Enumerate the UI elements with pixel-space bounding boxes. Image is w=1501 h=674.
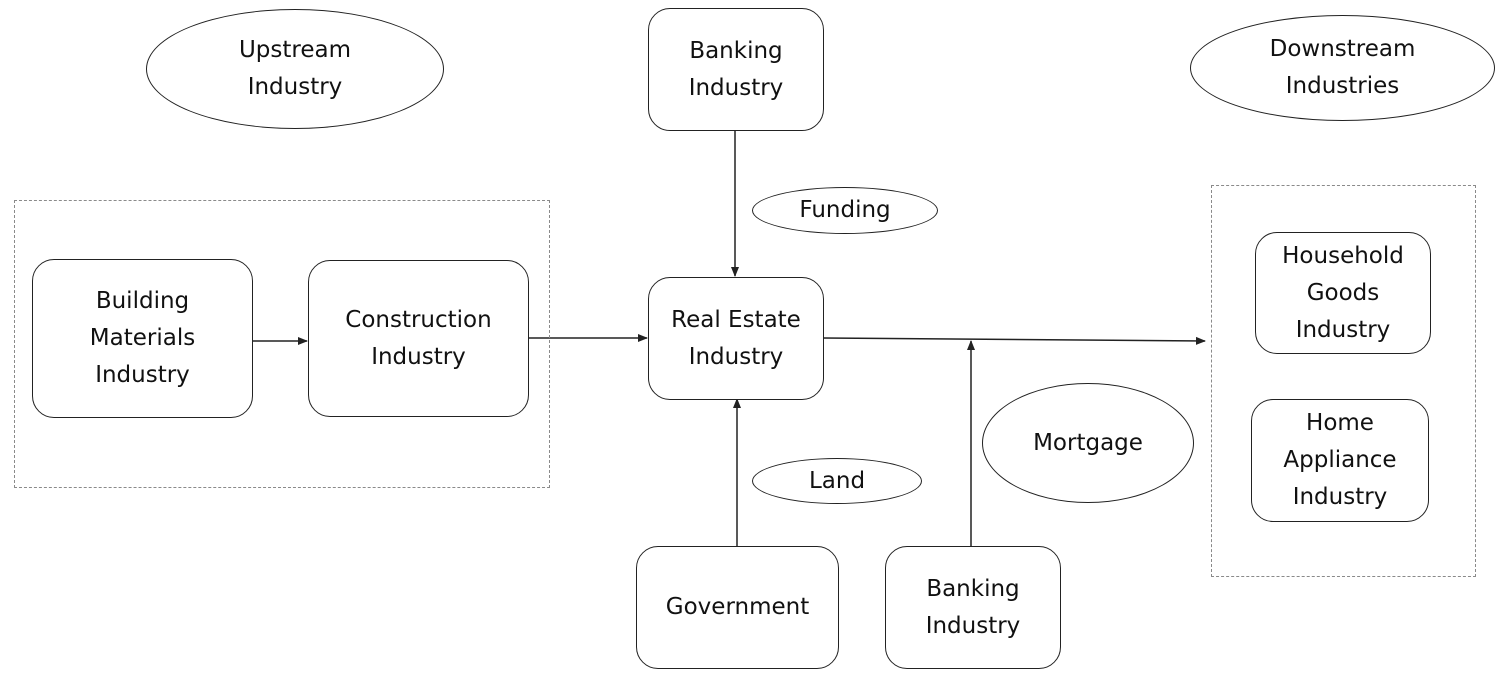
banking-industry-bottom-node: Banking Industry — [885, 546, 1061, 669]
upstream-label: Upstream Industry — [146, 9, 444, 129]
real-estate-industry-node: Real Estate Industry — [648, 277, 824, 400]
home-appliance-industry-node: Home Appliance Industry — [1251, 399, 1429, 522]
downstream-label: Downstream Industries — [1190, 15, 1495, 121]
construction-industry-node: Construction Industry — [308, 260, 529, 417]
government-node: Government — [636, 546, 839, 669]
building-materials-industry-node: Building Materials Industry — [32, 259, 253, 418]
banking-industry-top-node: Banking Industry — [648, 8, 824, 131]
household-goods-industry-node: Household Goods Industry — [1255, 232, 1431, 354]
mortgage-label: Mortgage — [982, 383, 1194, 503]
funding-label: Funding — [752, 187, 938, 234]
upstream-group — [14, 200, 550, 488]
arrow-real-estate-to-downstream — [822, 336, 1206, 345]
land-label: Land — [752, 458, 922, 504]
downstream-group — [1211, 185, 1476, 577]
